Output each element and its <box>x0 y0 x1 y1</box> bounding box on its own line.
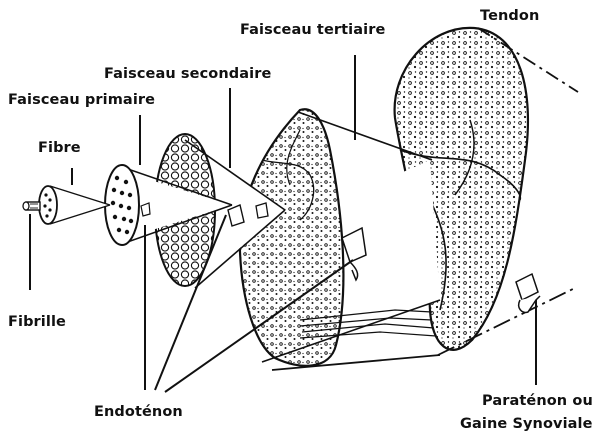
label-paratenon-line1: Paraténon ou <box>482 393 593 409</box>
label-fibrille: Fibrille <box>8 314 66 330</box>
label-faisceau-primaire: Faisceau primaire <box>8 92 155 108</box>
label-tendon: Tendon <box>480 8 539 24</box>
label-faisceau-secondaire: Faisceau secondaire <box>104 66 271 82</box>
fibrille <box>23 202 40 210</box>
label-paratenon-line2: Gaine Synoviale <box>460 416 593 432</box>
fibre <box>39 186 110 224</box>
label-fibre: Fibre <box>38 140 81 156</box>
label-faisceau-tertiaire: Faisceau tertiaire <box>240 22 385 38</box>
label-endotenon: Endoténon <box>94 404 183 420</box>
